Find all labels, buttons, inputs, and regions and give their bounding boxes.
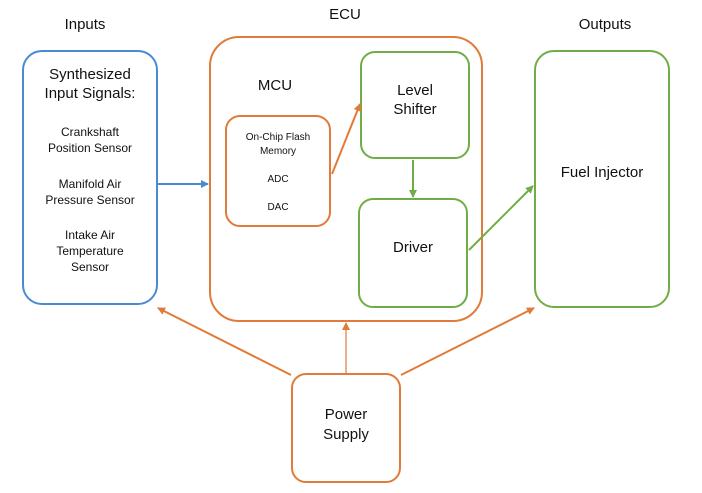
manifold-sensor-label: Manifold Air Pressure Sensor bbox=[22, 176, 158, 208]
inputs-title-line2: Input Signals: bbox=[44, 84, 136, 102]
level-shifter-line2: Shifter bbox=[393, 100, 437, 118]
intake-sensor-label: Intake Air Temperature Sensor bbox=[22, 227, 158, 276]
crankshaft-line2: Position Sensor bbox=[47, 141, 133, 156]
arrow-power-to-inputs bbox=[157, 307, 292, 376]
crankshaft-line1: Crankshaft bbox=[60, 125, 120, 139]
manifold-line2: Pressure Sensor bbox=[45, 193, 135, 208]
driver-label: Driver bbox=[393, 239, 433, 256]
flash-memory-label: On-Chip Flash Memory bbox=[225, 131, 331, 159]
outputs-header: Outputs bbox=[578, 16, 632, 33]
intake-line2: Temperature bbox=[56, 244, 124, 259]
manifold-line1: Manifold Air bbox=[58, 177, 122, 191]
inputs-title: Synthesized Input Signals: bbox=[22, 66, 158, 104]
flash-line1: On-Chip Flash bbox=[245, 132, 311, 143]
level-shifter-line1: Level bbox=[397, 82, 433, 99]
fuel-injector-label: Fuel Injector bbox=[560, 164, 644, 181]
fuel-injector-box bbox=[534, 50, 670, 308]
dac-label: DAC bbox=[267, 202, 289, 213]
inputs-title-line1: Synthesized bbox=[49, 66, 131, 83]
crankshaft-sensor-label: Crankshaft Position Sensor bbox=[22, 124, 158, 156]
arrow-mcu-to-level-shifter bbox=[331, 103, 362, 175]
inputs-header: Inputs bbox=[64, 16, 106, 33]
power-supply-line2: Supply bbox=[323, 426, 369, 444]
ecu-header: ECU bbox=[329, 6, 361, 23]
inputs-box bbox=[22, 50, 158, 305]
flash-line2: Memory bbox=[259, 146, 297, 157]
power-supply-box bbox=[291, 373, 401, 483]
driver-box bbox=[358, 198, 468, 308]
intake-line1: Intake Air bbox=[64, 228, 116, 242]
adc-label: ADC bbox=[267, 174, 289, 185]
power-supply-label: Power Supply bbox=[291, 405, 401, 446]
level-shifter-label: Level Shifter bbox=[360, 82, 470, 120]
power-supply-line1: Power bbox=[324, 406, 368, 423]
arrow-power-to-fuel-injector bbox=[400, 307, 535, 376]
intake-line3: Sensor bbox=[70, 260, 110, 275]
ecu-box bbox=[209, 36, 483, 322]
mcu-box bbox=[225, 115, 331, 227]
mcu-label: MCU bbox=[257, 77, 293, 94]
arrow-driver-to-fuel-injector bbox=[468, 185, 534, 251]
